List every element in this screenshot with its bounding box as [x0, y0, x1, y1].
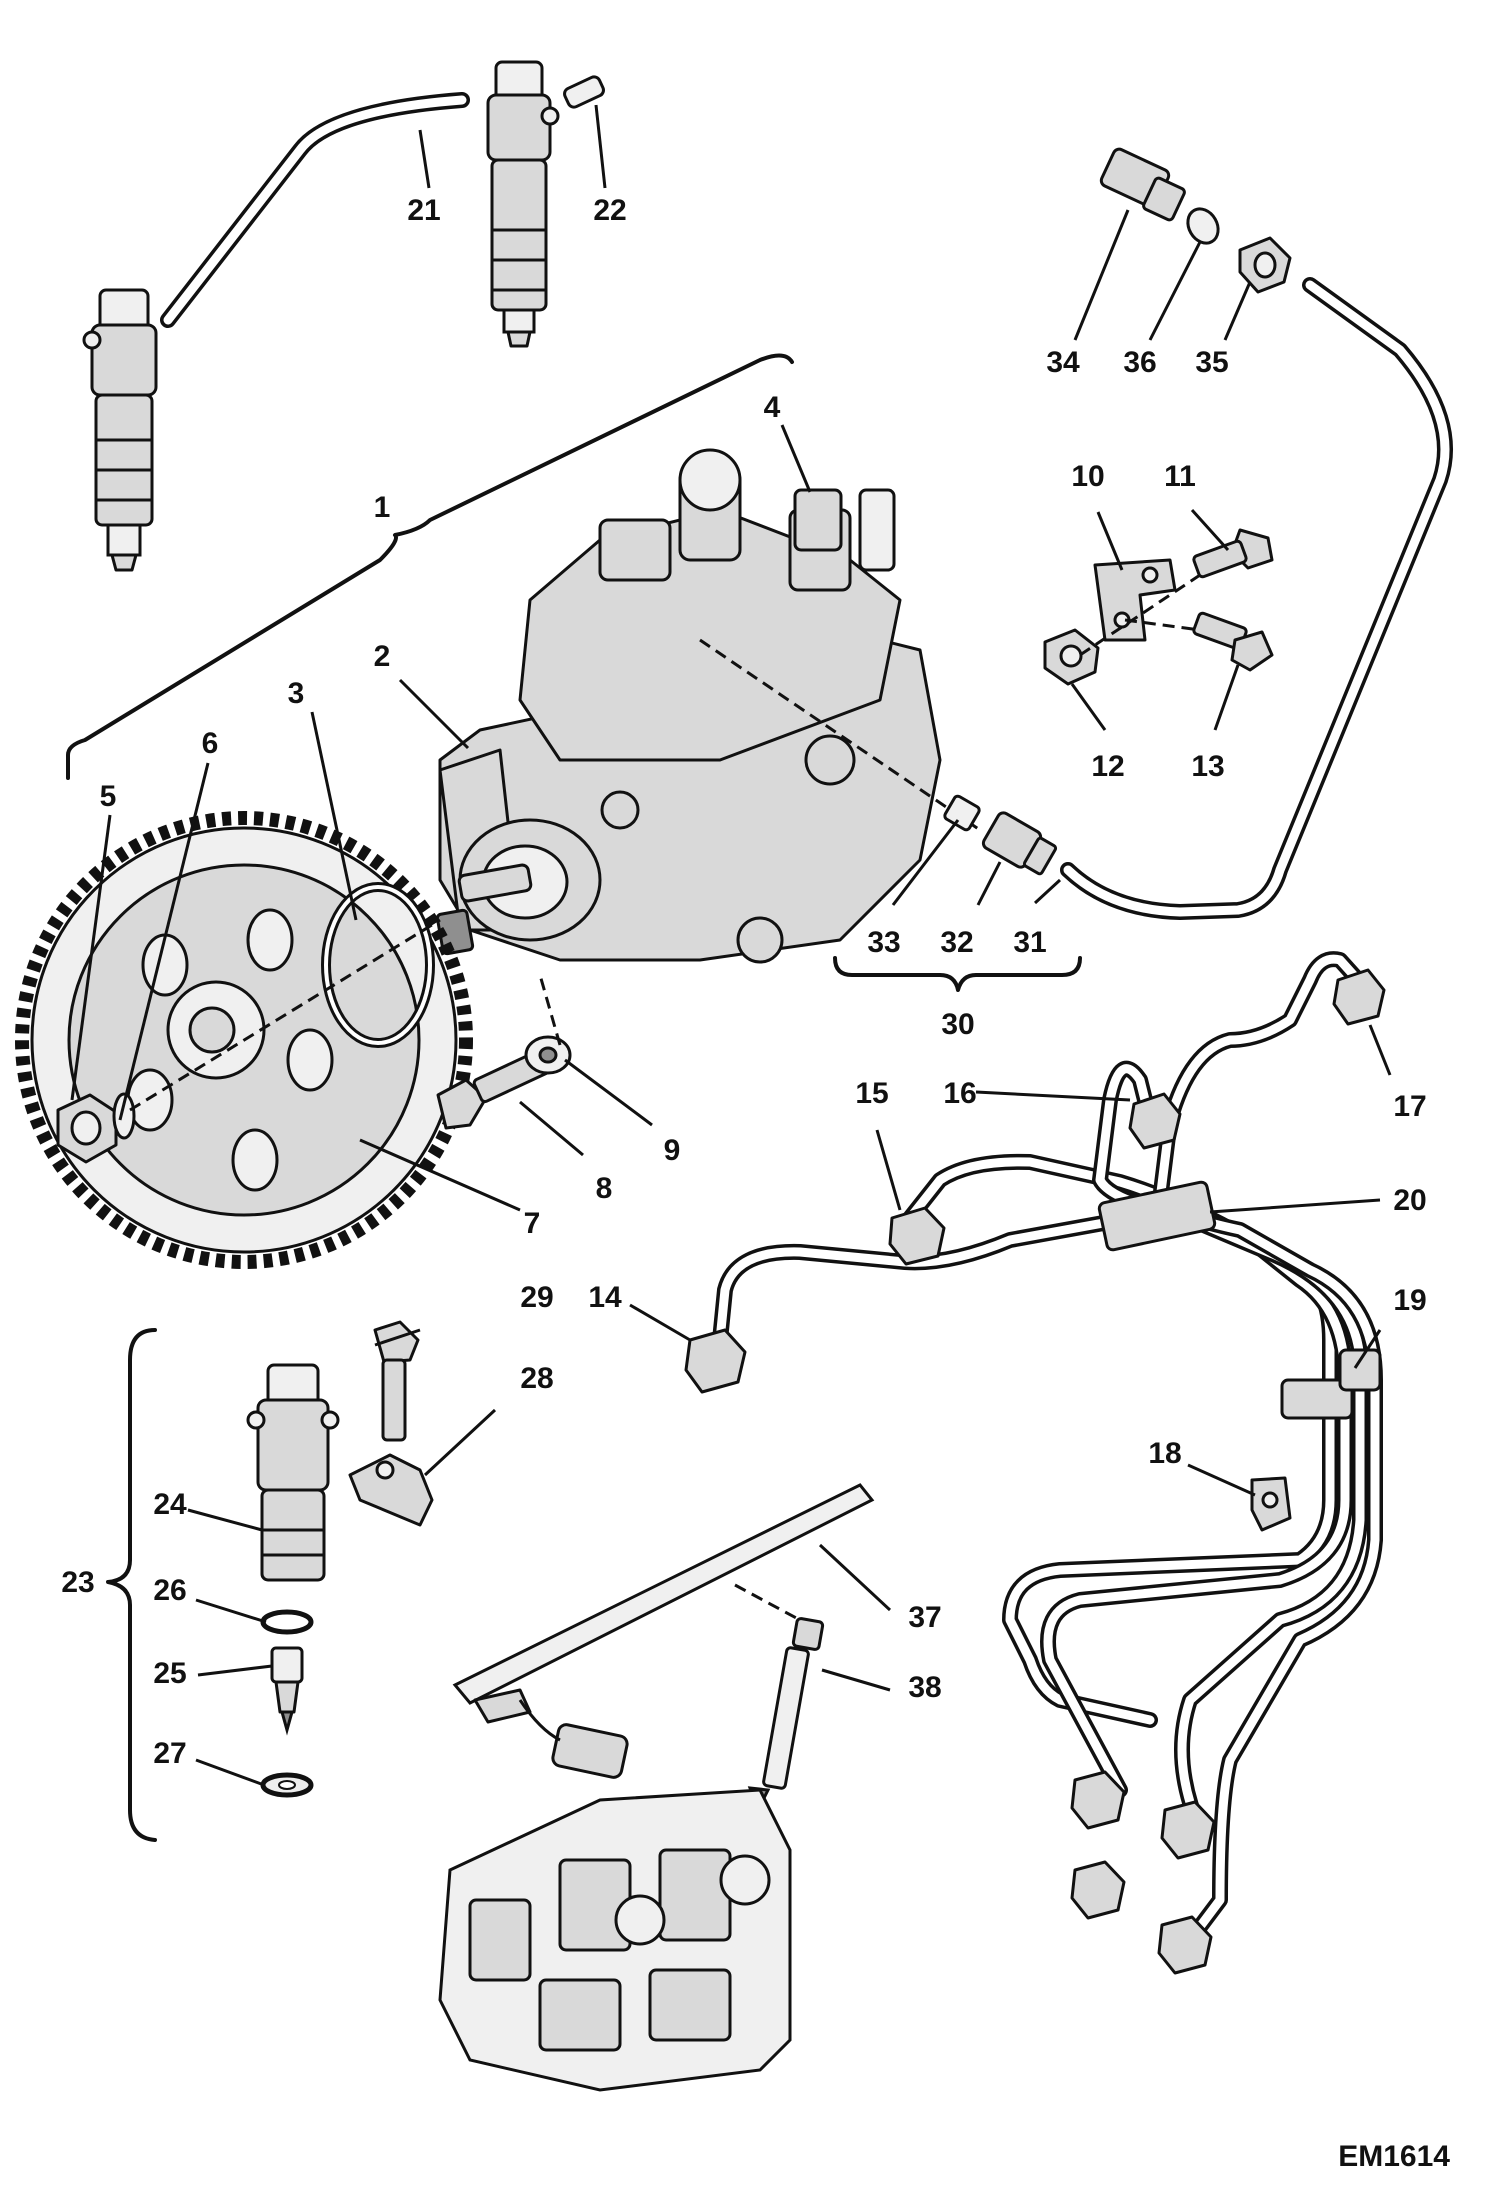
callout-2: 2	[374, 640, 391, 673]
callout-25: 25	[153, 1657, 186, 1690]
return-fitting	[981, 811, 1058, 876]
fuel-injector-lower	[246, 1363, 340, 1582]
callout-17: 17	[1393, 1090, 1426, 1123]
callout-38: 38	[908, 1671, 941, 1704]
callout-31: 31	[1013, 926, 1046, 959]
callout-10: 10	[1071, 460, 1104, 493]
pump-end-nuts	[1070, 1770, 1216, 1975]
return-line-pipe	[1060, 277, 1453, 920]
pipe-nut-cylinder-2	[888, 1206, 946, 1266]
callout-30: 30	[941, 1008, 974, 1041]
callout-5: 5	[100, 780, 117, 813]
sealing-washer-top	[1186, 207, 1220, 245]
bracket-bolt-upper	[1192, 528, 1274, 579]
pipe-bracket-lower	[1250, 1476, 1292, 1532]
pipe-nut-cylinder-3	[1128, 1092, 1182, 1150]
callout-4: 4	[764, 391, 781, 424]
o-ring	[321, 882, 435, 1048]
callout-19: 19	[1393, 1284, 1426, 1317]
fuel-injector-upper-right	[486, 60, 560, 348]
fuel-injector-upper-left	[82, 288, 158, 572]
callout-33: 33	[867, 926, 900, 959]
brace-injector-kit	[106, 1328, 157, 1842]
callout-12: 12	[1091, 750, 1124, 783]
glow-plug-busbar	[452, 1483, 875, 1779]
injector-nozzle	[270, 1646, 304, 1736]
callout-22: 22	[593, 194, 626, 227]
pipe-clamp-middle	[1280, 1348, 1382, 1420]
callout-29: 29	[520, 1281, 553, 1314]
leak-off-hose	[160, 75, 605, 328]
injector-seal-washer	[260, 1772, 314, 1798]
glow-plug	[747, 1617, 825, 1814]
injection-pump	[435, 448, 981, 964]
callout-37: 37	[908, 1601, 941, 1634]
callout-13: 13	[1191, 750, 1224, 783]
callout-21: 21	[407, 194, 440, 227]
injector-o-ring	[260, 1609, 314, 1635]
high-pressure-lines	[712, 951, 1383, 1948]
callout-9: 9	[664, 1134, 681, 1167]
gear-nut	[56, 1093, 118, 1164]
callout-7: 7	[524, 1207, 541, 1240]
injector-clamp-bolt	[373, 1320, 420, 1442]
callout-36: 36	[1123, 346, 1156, 379]
callout-8: 8	[596, 1172, 613, 1205]
callout-1: 1	[374, 491, 391, 524]
pipe-nut-cylinder-4	[1332, 968, 1386, 1026]
pipe-clamp-upper	[1097, 1180, 1217, 1252]
callout-3: 3	[288, 677, 305, 710]
cylinder-head	[438, 1788, 792, 2092]
callout-23: 23	[61, 1566, 94, 1599]
callout-34: 34	[1046, 346, 1080, 379]
callout-26: 26	[153, 1574, 186, 1607]
callout-27: 27	[153, 1737, 186, 1770]
callout-6: 6	[202, 727, 219, 760]
gear-washer	[112, 1092, 136, 1140]
pump-washer	[524, 1035, 572, 1075]
return-fitting-nut	[1238, 236, 1292, 294]
brace-return-line	[833, 956, 1082, 992]
callout-24: 24	[153, 1488, 187, 1521]
callout-35: 35	[1195, 346, 1228, 379]
callout-16: 16	[943, 1077, 976, 1110]
brace-assembly-1	[66, 353, 794, 780]
callout-32: 32	[940, 926, 973, 959]
callout-14: 14	[588, 1281, 622, 1314]
figure-code: EM1614	[1338, 2140, 1450, 2173]
injector-clamp	[348, 1453, 434, 1527]
callout-15: 15	[855, 1077, 888, 1110]
bracket-nut	[1043, 628, 1100, 686]
leader-lines	[70, 104, 1392, 1787]
callout-20: 20	[1393, 1184, 1426, 1217]
bracket-bolt-lower	[1192, 611, 1274, 672]
pipe-nut-cylinder-1	[684, 1328, 747, 1394]
callout-labels: 21 22 4 1 2 3 6 5 7 8 9 10 11 12 13 34 3…	[61, 194, 1426, 1770]
callout-18: 18	[1148, 1437, 1181, 1470]
callout-28: 28	[520, 1362, 553, 1395]
callout-11: 11	[1164, 460, 1196, 493]
banjo-bolt	[1099, 147, 1186, 222]
